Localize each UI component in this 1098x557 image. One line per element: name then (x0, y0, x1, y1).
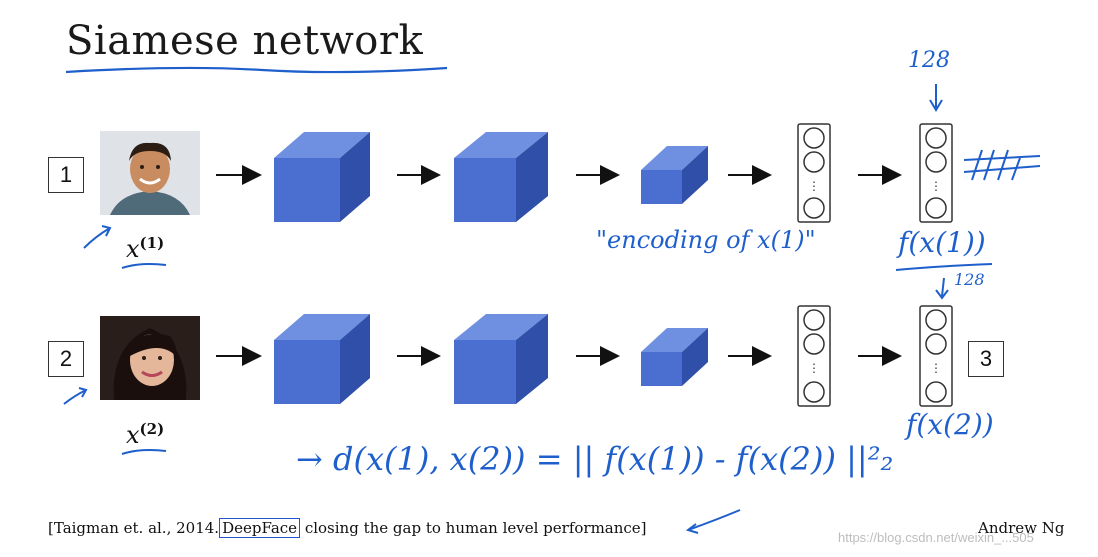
citation-highlight: DeepFace (219, 518, 301, 538)
conv-block-row1-1 (274, 132, 370, 222)
svg-text:⋮: ⋮ (930, 179, 942, 193)
ink-fx1-underline (895, 263, 993, 271)
conv-block-row1-3 (641, 146, 708, 204)
face-photo-2 (100, 316, 200, 400)
watermark: https://blog.csdn.net/weixin_...505 (838, 530, 1034, 545)
svg-text:⋮: ⋮ (808, 179, 820, 193)
annotation-128-top: 128 (908, 48, 950, 73)
conv-block-row2-3 (641, 328, 708, 386)
output-number-box-3: 3 (968, 341, 1004, 377)
title-underline (65, 66, 448, 74)
input-number-box-1: 1 (48, 157, 84, 193)
input-label-x1: x(1) (126, 234, 165, 263)
annotation-distance-formula: → d(x(1), x(2)) = || f(x(1)) - f(x(2)) |… (296, 440, 894, 478)
ink-arrow-photo1 (83, 227, 111, 249)
input-number-box-2: 2 (48, 341, 84, 377)
svg-text:⋮: ⋮ (808, 361, 820, 375)
face-photo-1 (100, 131, 200, 215)
fc-layer-row2-1: ⋮ (797, 305, 831, 407)
fc-layer-row2-2: ⋮ (919, 305, 953, 407)
fc-layer-row1-1: ⋮ (797, 123, 831, 223)
annotation-f-x1: f(x(1)) (898, 226, 986, 259)
annotation-f-x2: f(x(2)) (906, 408, 994, 441)
annotation-128-bottom: 128 (954, 270, 985, 289)
citation: [Taigman et. al., 2014.DeepFace closing … (48, 518, 647, 538)
fc-layer-row1-2: ⋮ (919, 123, 953, 223)
conv-block-row1-2 (454, 132, 548, 222)
svg-text:⋮: ⋮ (930, 361, 942, 375)
conv-block-row2-1 (274, 314, 370, 404)
ink-arrow-citation (687, 509, 741, 531)
annotation-encoding: "encoding of x(1)" (596, 226, 816, 254)
conv-block-row2-2 (454, 314, 548, 404)
input-label-x2: x(2) (126, 420, 165, 449)
ink-hash-marks (971, 149, 1021, 181)
author-name: Andrew Ng (978, 519, 1065, 537)
slide-title: Siamese network (66, 18, 424, 64)
